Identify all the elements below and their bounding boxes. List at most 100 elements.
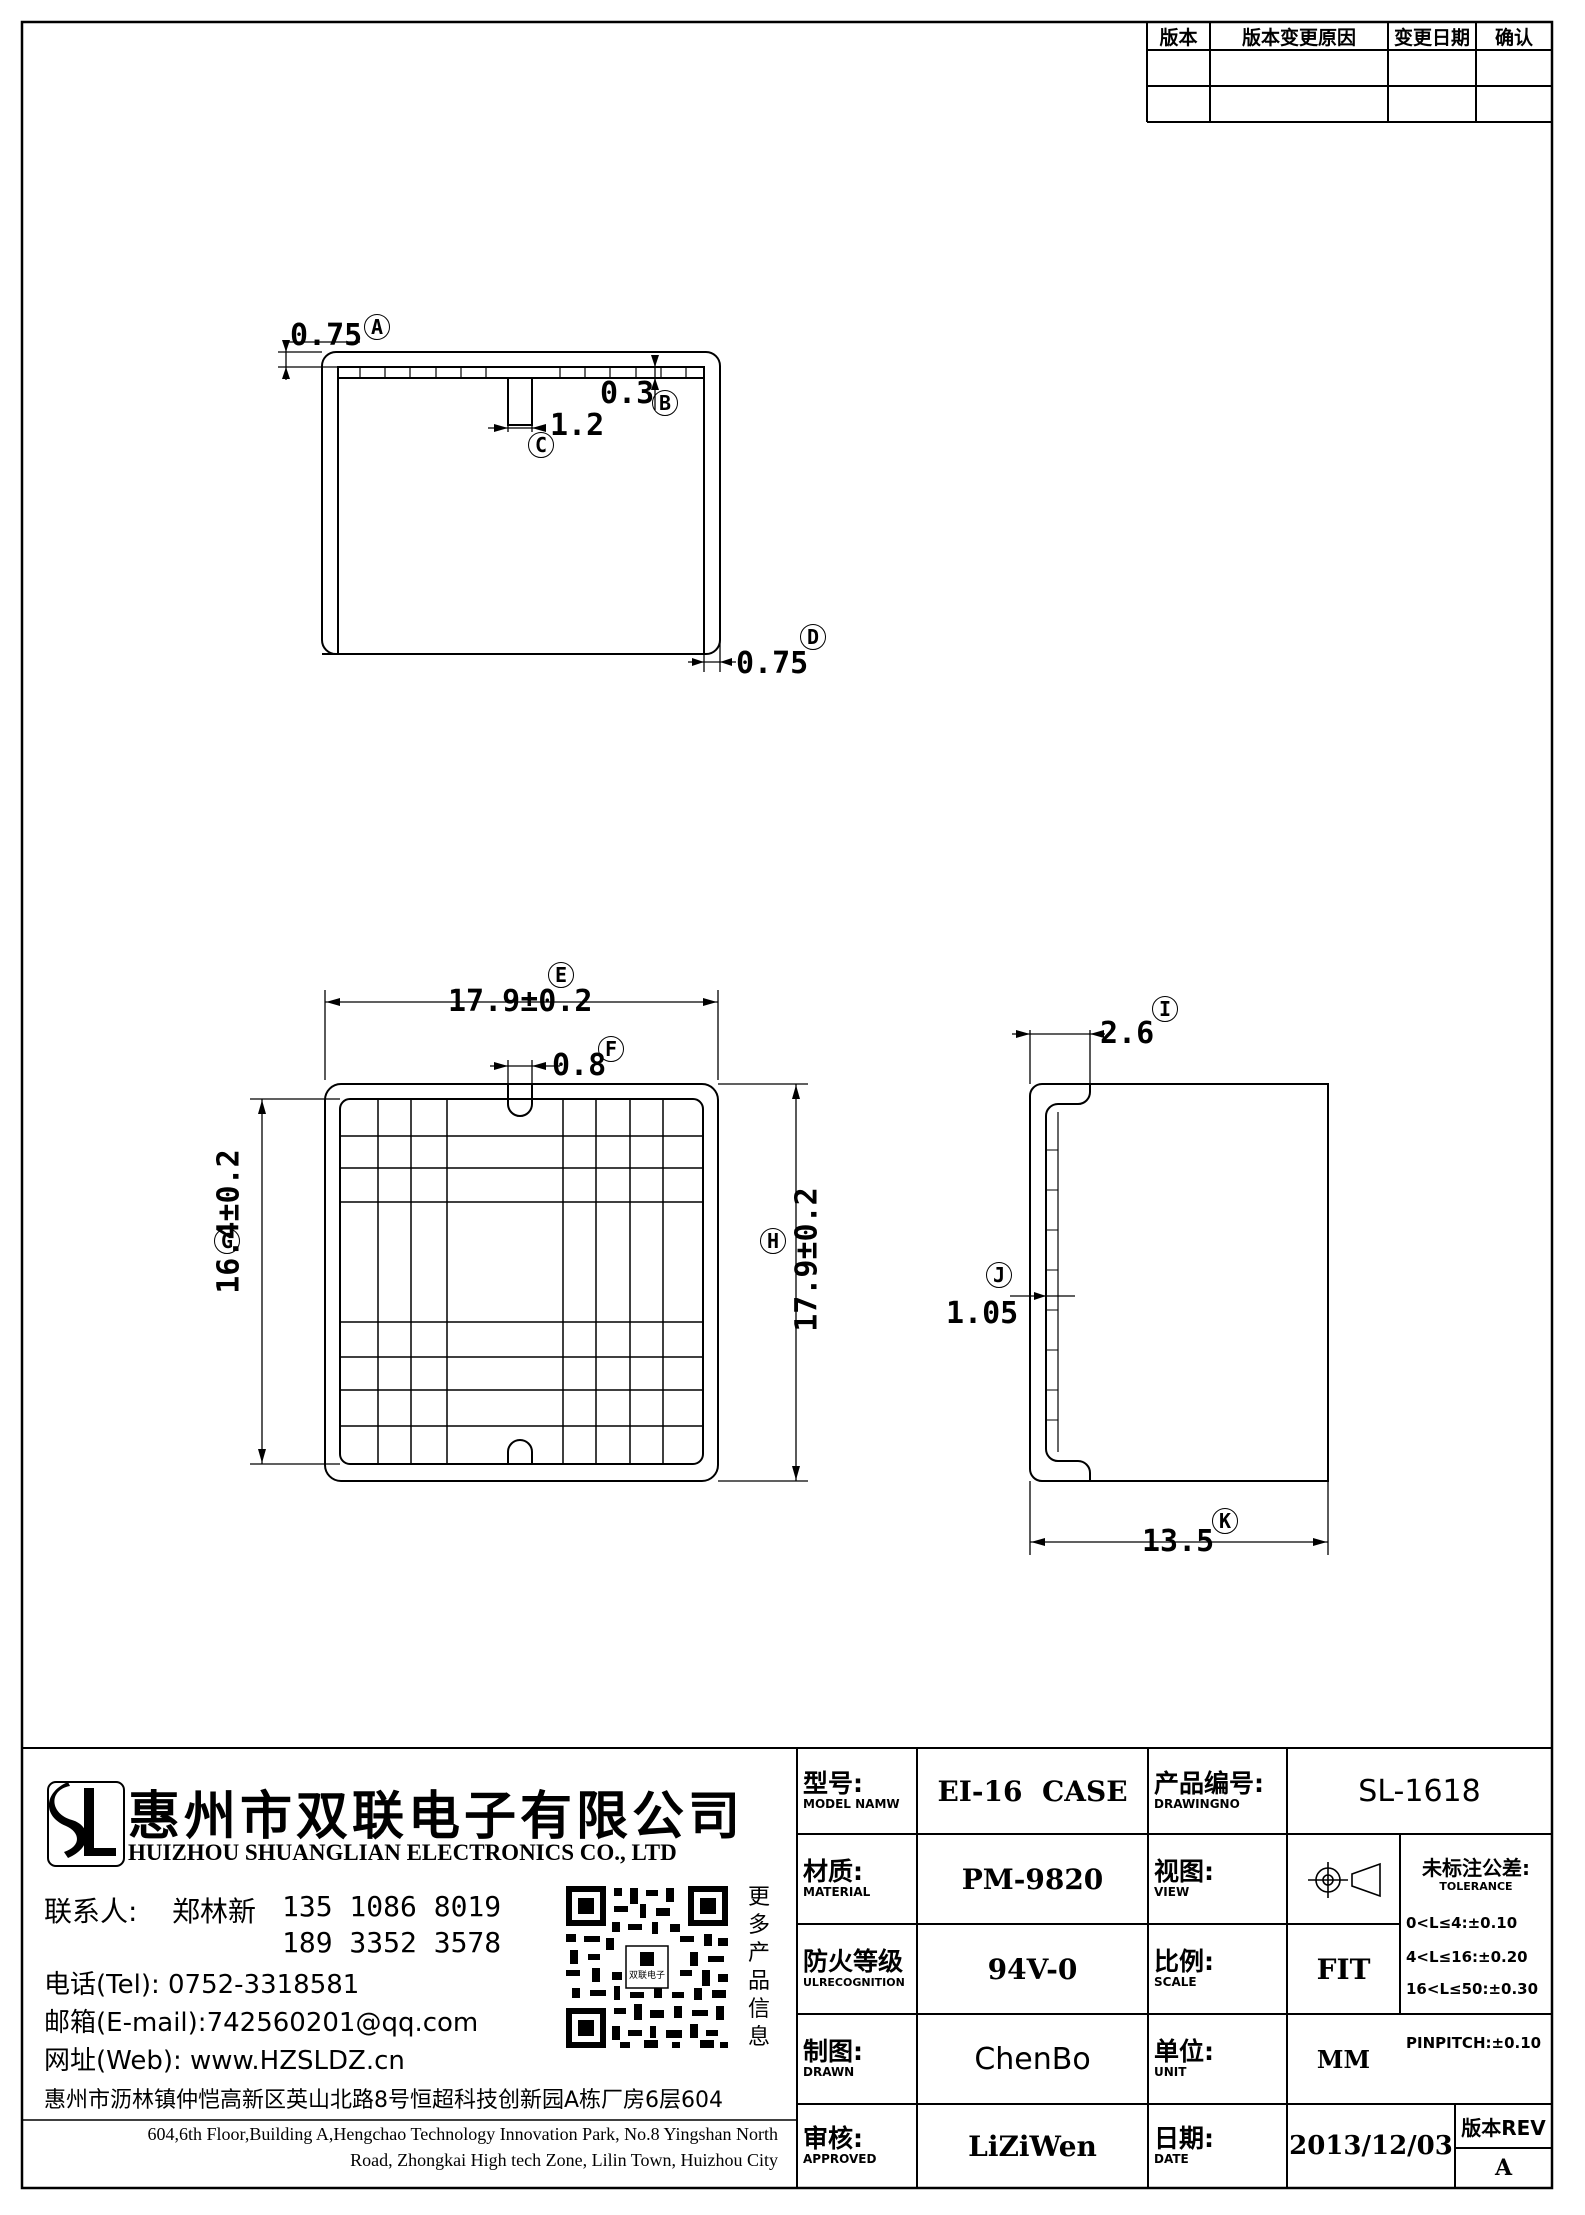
dim-b-marker: B (652, 390, 678, 416)
dim-e-marker: E (548, 962, 574, 988)
model-value: EI-16 CASE (937, 1774, 1128, 1808)
rev-header-date: 变更日期 (1393, 26, 1470, 49)
dim-b-value: 0.3 (600, 376, 655, 411)
material-label-cn: 材质: (803, 1856, 863, 1886)
contact-label: 联系人: (44, 1895, 138, 1928)
dim-j-marker: J (986, 1262, 1012, 1288)
view-label-cn: 视图: (1154, 1856, 1214, 1886)
drawn-label-en: DRAWN (803, 2064, 855, 2079)
qr-side-char: 信 (747, 1997, 770, 2022)
dim-i-marker: I (1152, 996, 1178, 1022)
unit-value: MM (1316, 2044, 1371, 2074)
dim-g-marker: G (214, 1228, 240, 1254)
sheet-border (20, 20, 1554, 2190)
dim-d-marker: D (800, 624, 826, 650)
unit-label: 单位: UNIT (1148, 2014, 1287, 2104)
fire-label: 防火等级 ULRECOGNITION (797, 1924, 917, 2014)
dim-d-value: 0.75 (736, 646, 809, 681)
fire-label-cn: 防火等级 (803, 1947, 904, 1977)
drawingno-label-cn: 产品编号: (1154, 1768, 1264, 1798)
contact-phone-2: 189 3352 3578 (282, 1926, 502, 1959)
drawingno-label-en: DRAWINGNO (1154, 1796, 1240, 1811)
company-name-en: HUIZHOU SHUANGLIAN ELECTRONICS CO., LTD (128, 1840, 677, 1865)
dim-h-marker: H (760, 1228, 786, 1254)
fire-value: 94V-0 (987, 1952, 1078, 1986)
dim-a-marker: A (364, 314, 390, 340)
model-label-cn: 型号: (803, 1768, 863, 1798)
qr-side-char: 更 (747, 1885, 770, 1910)
tolerance-block: 未标注公差: TOLERANCE 0<L≤4:±0.10 4<L≤16:±0.2… (1400, 1834, 1552, 2014)
scale-label-en: SCALE (1154, 1974, 1197, 1989)
dim-f-marker: F (598, 1036, 624, 1062)
logo (47, 1781, 125, 1867)
drawn-value: ChenBo (974, 2041, 1091, 2077)
date-label: 日期: DATE (1148, 2104, 1287, 2188)
contact-name: 郑林新 (172, 1895, 257, 1928)
projection-symbol (1308, 1862, 1381, 1898)
model-label-en: MODEL NAMW (803, 1796, 900, 1811)
model-label: 型号: MODEL NAMW (797, 1748, 917, 1834)
dim-a-value: 0.75 (290, 318, 363, 353)
drawn-label-cn: 制图: (803, 2036, 863, 2066)
fire-label-en: ULRECOGNITION (803, 1975, 905, 1989)
material-label: 材质: MATERIAL (797, 1834, 917, 1924)
material-value: PM-9820 (961, 1862, 1104, 1896)
contact-email: 邮箱(E-mail):742560201@qq.com (44, 2008, 479, 2038)
front-view (250, 990, 808, 1482)
dim-k-value: 13.5 (1142, 1524, 1215, 1559)
approved-label: 审核: APPROVED (797, 2104, 917, 2188)
view-label-en: VIEW (1154, 1884, 1190, 1899)
scale-label: 比例: SCALE (1148, 1924, 1287, 2014)
date-label-en: DATE (1154, 2151, 1189, 2166)
dimension-arrows (258, 340, 1327, 1546)
approved-label-cn: 审核: (803, 2123, 863, 2153)
tolerance-label-cn: 未标注公差: (1422, 1856, 1530, 1880)
dim-k-marker: K (1212, 1508, 1238, 1534)
dim-i-value: 2.6 (1100, 1016, 1155, 1051)
qr-code (564, 1884, 730, 2050)
tolerance-row: PINPITCH:±0.10 (1406, 2034, 1542, 2052)
tolerance-row: 0<L≤4:±0.10 (1406, 1914, 1518, 1932)
approved-label-en: APPROVED (803, 2151, 877, 2166)
dim-e-value: 17.9±0.2 (448, 984, 593, 1019)
side-view (1010, 1030, 1329, 1555)
qr-side-char: 产 (747, 1941, 770, 1966)
contact-web: 网址(Web): www.HZSLDZ.cn (44, 2046, 405, 2076)
contact-tel: 电话(Tel): 0752-3318581 (44, 1970, 360, 2000)
unit-label-cn: 单位: (1154, 2036, 1214, 2066)
contact-phone-1: 135 1086 8019 (282, 1890, 502, 1923)
dim-h-value: 17.9±0.2 (789, 1187, 825, 1332)
rev-label: 版本REV (1461, 2115, 1546, 2140)
qr-side-text: 更 多 产 品 信 息 (744, 1884, 774, 2052)
address-cn: 惠州市沥林镇仲恺高新区英山北路8号恒超科技创新园A栋厂房6层604 (44, 2088, 724, 2113)
date-label-cn: 日期: (1154, 2123, 1214, 2153)
tolerance-label-en: TOLERANCE (1439, 1880, 1513, 1893)
dim-c-marker: C (528, 432, 554, 458)
material-label-en: MATERIAL (803, 1884, 871, 1899)
view-label: 视图: VIEW (1148, 1834, 1287, 1924)
scale-label-cn: 比例: (1154, 1946, 1214, 1976)
unit-label-en: UNIT (1154, 2064, 1187, 2079)
date-value: 2013/12/03 (1289, 2131, 1453, 2161)
dim-g-value: 16.4±0.2 (211, 1149, 247, 1294)
dim-f-value: 0.8 (552, 1048, 607, 1083)
tolerance-row: 4<L≤16:±0.20 (1406, 1948, 1528, 1966)
rev-header-reason: 版本变更原因 (1241, 26, 1356, 49)
address-en-2: Road, Zhongkai High tech Zone, Lilin Tow… (350, 2150, 778, 2170)
address-en-1: 604,6th Floor,Building A,Hengchao Techno… (147, 2124, 778, 2144)
qr-center-text: 双联电子 (628, 1971, 665, 1981)
revision-table-grid (1146, 22, 1552, 123)
dim-c-value: 1.2 (550, 408, 605, 443)
drawingno-value: SL-1618 (1358, 1773, 1481, 1809)
qr-side-char: 息 (747, 2025, 770, 2050)
title-block-grid (22, 1747, 1552, 2188)
company-name-cn: 惠州市双联电子有限公司 (128, 1786, 745, 1847)
tolerance-row: 16<L≤50:±0.30 (1406, 1980, 1539, 1998)
rev-value: A (1494, 2155, 1513, 2181)
rev-header-confirm: 确认 (1494, 26, 1533, 49)
approved-value: LiZiWen (968, 2129, 1097, 2163)
rev-header-version: 版本 (1159, 26, 1198, 49)
qr-side-char: 多 (747, 1913, 770, 1938)
drawingno-label: 产品编号: DRAWINGNO (1148, 1748, 1287, 1834)
